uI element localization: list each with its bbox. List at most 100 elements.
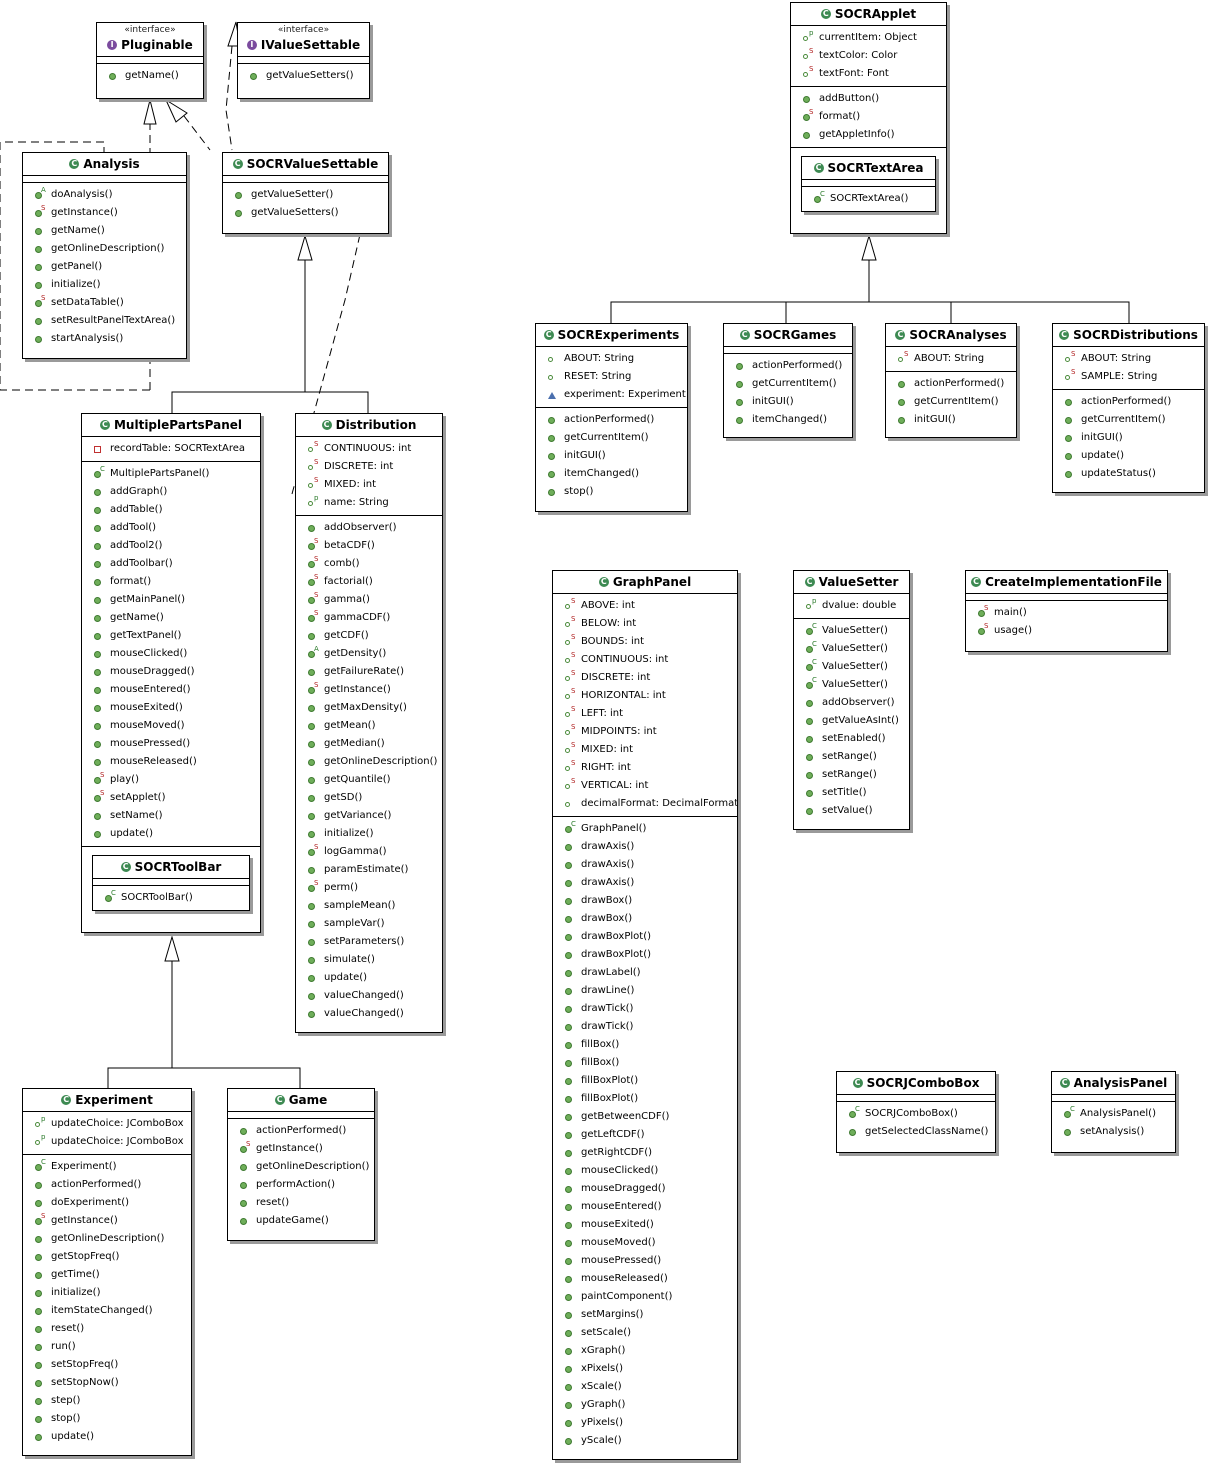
member-text: actionPerformed(): [752, 360, 843, 371]
member-text: actionPerformed(): [914, 378, 1005, 389]
method-icon: [35, 330, 51, 348]
class-name: SOCRValueSettable: [246, 157, 379, 171]
modifier-badge: S: [314, 879, 319, 887]
member-text: RIGHT: int: [581, 762, 631, 773]
member-text: doExperiment(): [51, 1197, 130, 1208]
member-row: getFailureRate(): [296, 663, 442, 681]
member-row: getMaxDensity(): [296, 699, 442, 717]
method-icon: [806, 802, 822, 820]
method-icon: [548, 429, 564, 447]
member-row: updateStatus(): [1053, 465, 1204, 483]
member-row: actionPerformed(): [228, 1122, 374, 1140]
member-text: itemChanged(): [752, 414, 828, 425]
member-text: startAnalysis(): [51, 333, 124, 344]
member-text: sampleMean(): [324, 900, 396, 911]
method-icon: [565, 1018, 581, 1036]
member-text: mouseReleased(): [110, 756, 197, 767]
field-icon: S: [565, 759, 581, 777]
method-icon: [565, 1072, 581, 1090]
modifier-badge: S: [100, 771, 105, 779]
member-text: addGraph(): [110, 486, 168, 497]
method-icon: S: [240, 1140, 256, 1158]
member-row: actionPerformed(): [724, 357, 852, 375]
member-row: mouseClicked(): [553, 1162, 737, 1180]
class-name: Analysis: [83, 157, 140, 171]
field-icon: p: [35, 1115, 51, 1133]
modifier-badge: S: [41, 1212, 46, 1220]
method-icon: [94, 537, 110, 555]
member-text: getPanel(): [51, 261, 103, 272]
member-row: mouseEntered(): [82, 681, 260, 699]
member-text: addButton(): [819, 93, 880, 104]
member-text: getName(): [110, 612, 164, 623]
methods-section: getValueSetter()getValueSetters(): [223, 183, 388, 225]
member-text: main(): [994, 607, 1027, 618]
fields-section: [724, 347, 852, 354]
member-row: getSelectedClassName(): [837, 1123, 995, 1141]
member-row: stop(): [23, 1410, 191, 1428]
method-icon: [308, 825, 324, 843]
method-icon: [35, 276, 51, 294]
method-icon: S: [803, 108, 819, 126]
field-icon: S: [898, 350, 914, 368]
member-row: addTool2(): [82, 537, 260, 555]
member-row: getStopFreq(): [23, 1248, 191, 1266]
member-row: getOnlineDescription(): [296, 753, 442, 771]
method-icon: [35, 1302, 51, 1320]
member-text: setTitle(): [822, 787, 867, 798]
method-icon: [94, 483, 110, 501]
member-row: getValueAsInt(): [794, 712, 909, 730]
member-text: getFailureRate(): [324, 666, 405, 677]
method-icon: [565, 1090, 581, 1108]
method-icon: [94, 591, 110, 609]
methods-section: actionPerformed()getCurrentItem()initGUI…: [724, 354, 852, 432]
field-icon: S: [308, 458, 324, 476]
method-icon: [565, 1432, 581, 1450]
member-text: usage(): [994, 625, 1032, 636]
member-text: ABOUT: String: [564, 353, 635, 364]
modifier-badge: S: [314, 537, 319, 545]
modifier-badge: S: [314, 555, 319, 563]
method-icon: [35, 1248, 51, 1266]
member-row: addObserver(): [296, 519, 442, 537]
member-text: addObserver(): [822, 697, 895, 708]
member-row: setName(): [82, 807, 260, 825]
method-icon: [35, 1320, 51, 1338]
method-icon: [308, 753, 324, 771]
member-row: setScale(): [553, 1324, 737, 1342]
modifier-badge: S: [100, 789, 105, 797]
member-row: drawLabel(): [553, 964, 737, 982]
member-text: drawAxis(): [581, 877, 635, 888]
member-text: mouseReleased(): [581, 1273, 668, 1284]
modifier-badge: S: [984, 622, 989, 630]
method-icon: [94, 717, 110, 735]
